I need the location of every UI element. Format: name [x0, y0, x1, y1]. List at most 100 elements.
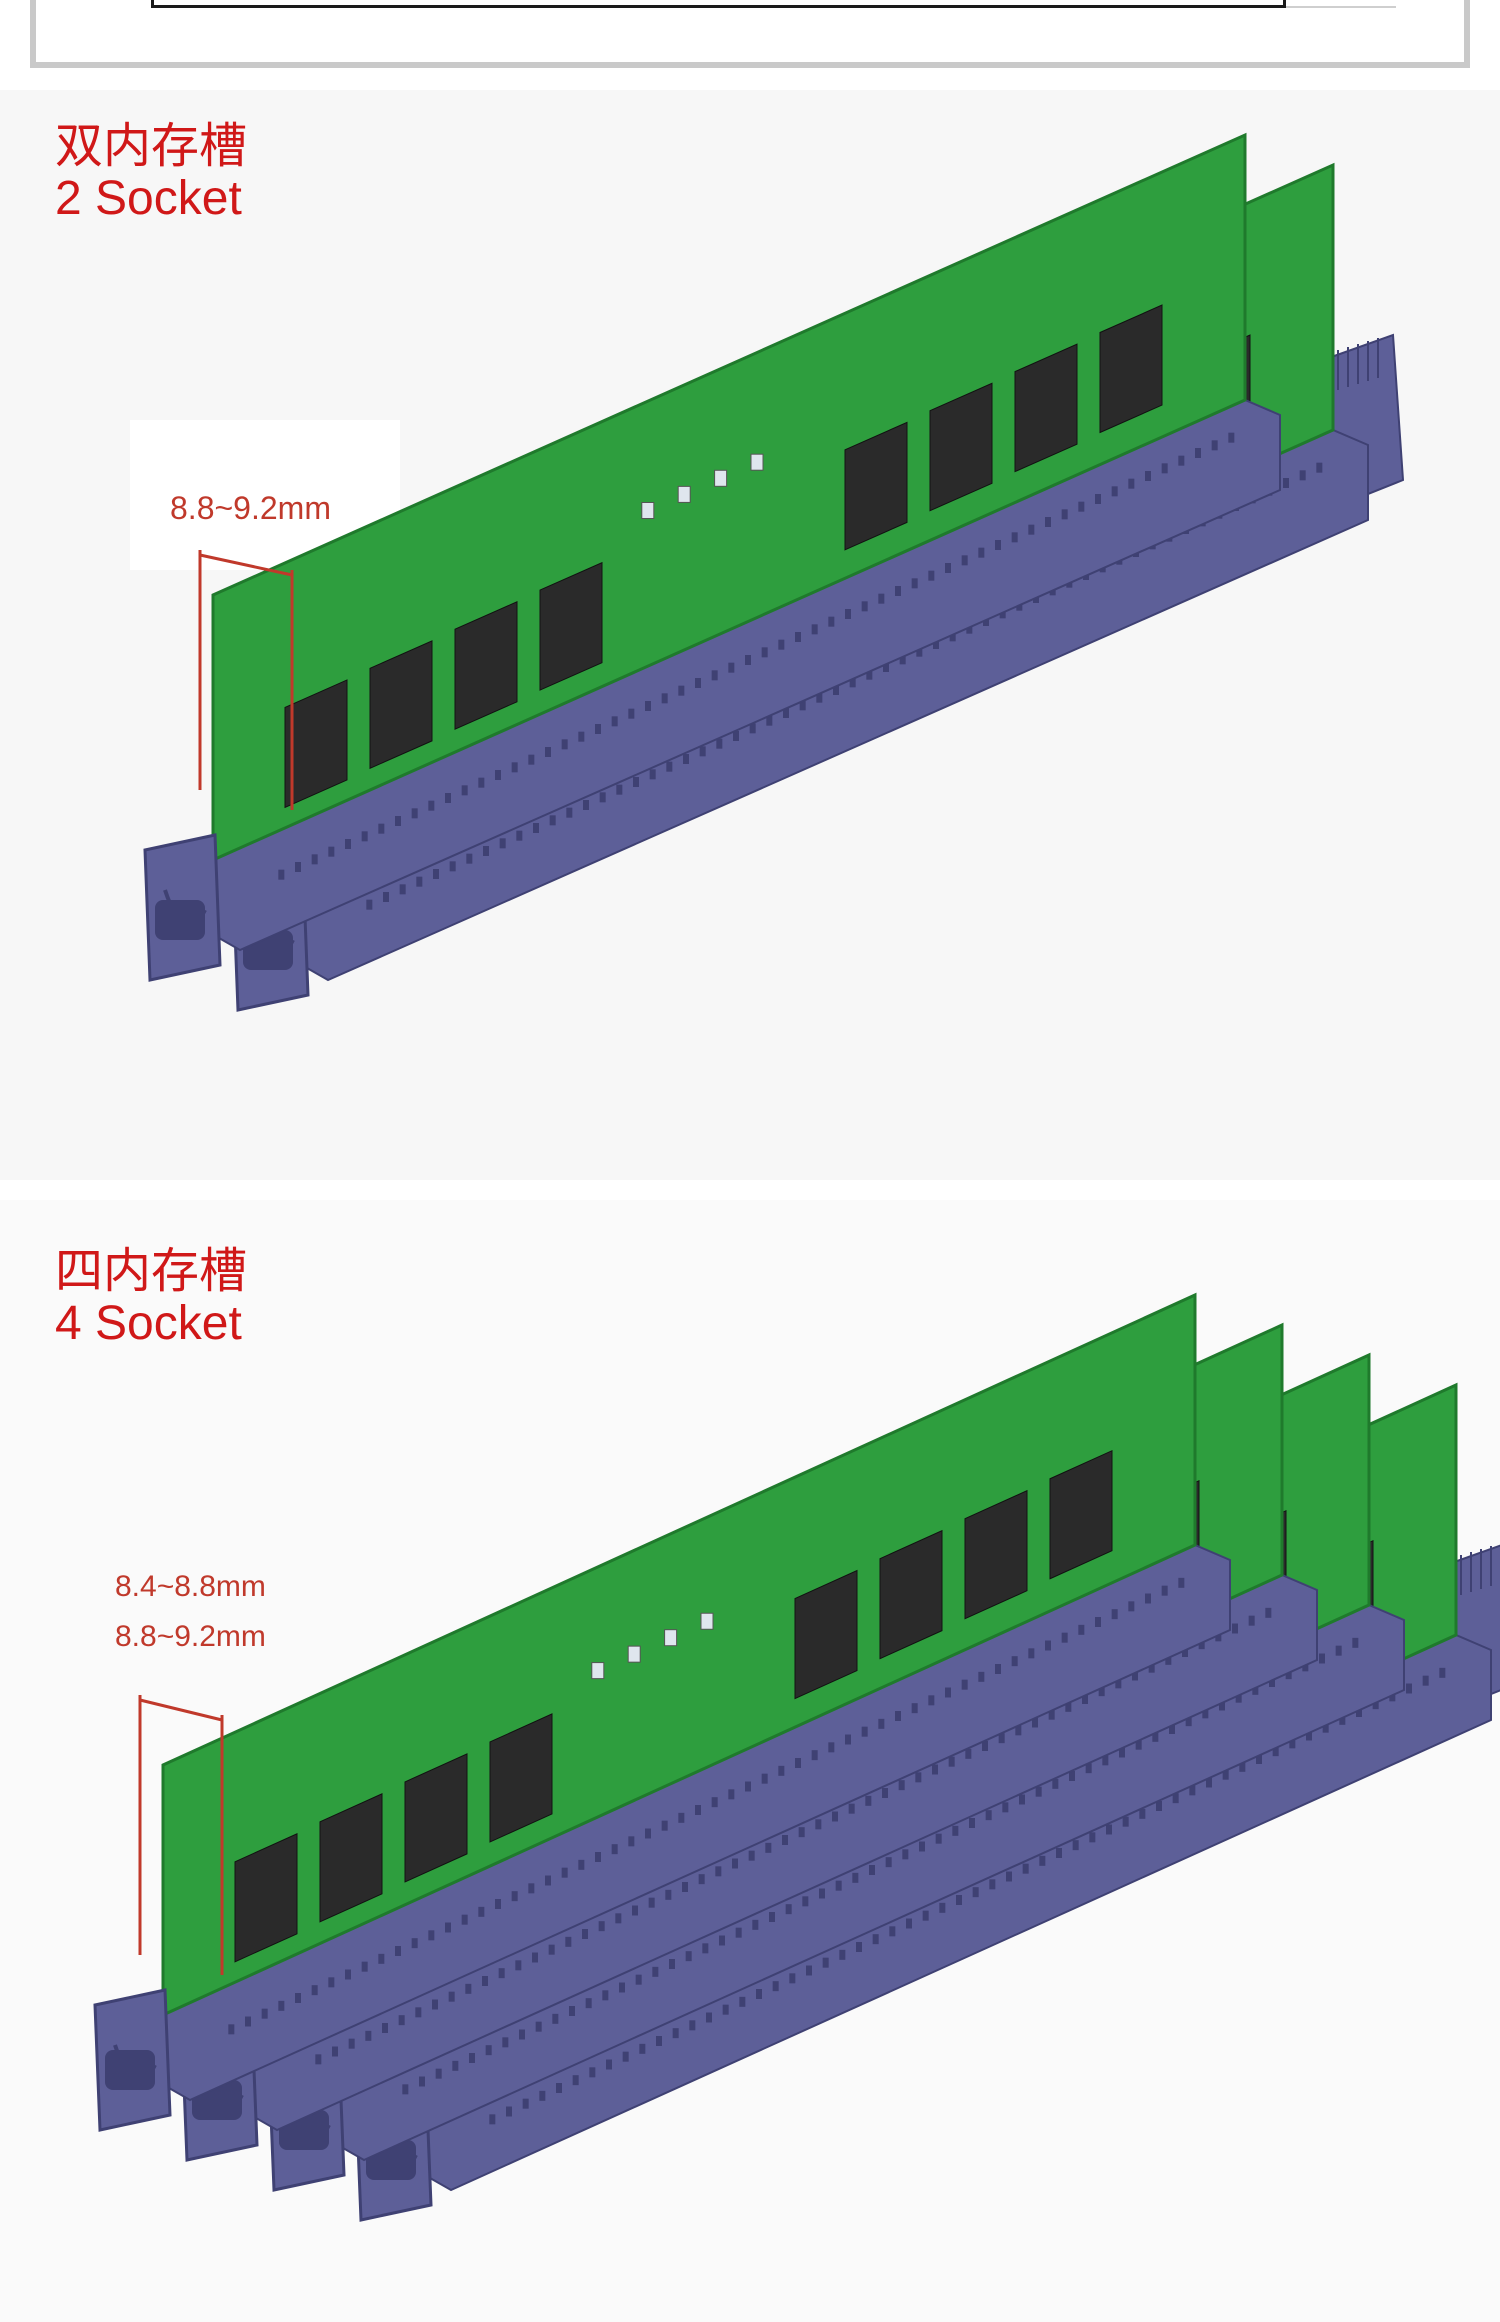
contact-pin	[428, 800, 435, 811]
memory-chip	[404, 1753, 468, 1883]
contact-pin	[728, 1789, 735, 1800]
top-input-box	[151, 0, 1286, 8]
section-title-en: 2 Socket	[55, 172, 242, 225]
smd-component	[641, 502, 655, 519]
contact-pin	[878, 1718, 885, 1729]
contact-pin	[1182, 1647, 1188, 1657]
contact-pin	[1289, 1738, 1296, 1749]
contact-pin	[1139, 1808, 1146, 1819]
contact-pin	[649, 769, 656, 780]
contact-pin	[711, 670, 718, 681]
contact-pin	[411, 808, 418, 819]
contact-pin	[978, 1671, 985, 1682]
memory-chip	[844, 421, 908, 551]
contact-pin	[785, 1904, 792, 1915]
contact-pin	[1085, 1763, 1092, 1774]
contact-pin	[1028, 524, 1035, 535]
contact-pin	[383, 892, 389, 902]
contact-pin	[245, 2016, 251, 2027]
contact-pin	[1048, 1709, 1055, 1720]
contact-pin	[469, 2053, 475, 2063]
contact-pin	[935, 1833, 942, 1844]
contact-pin	[928, 570, 935, 581]
contact-pin	[415, 2007, 422, 2018]
memory-chip	[964, 1489, 1028, 1620]
section-title-cn: 四内存槽	[55, 1245, 248, 1298]
contact-pin	[328, 1977, 335, 1988]
contact-pin	[606, 2059, 612, 2070]
contact-pin	[278, 2000, 285, 2011]
contact-pin	[532, 1952, 538, 1963]
contact-pin	[502, 2037, 509, 2048]
contact-pin	[398, 2015, 405, 2026]
contact-pin	[745, 1781, 751, 1792]
contact-pin	[535, 2021, 542, 2032]
contact-pin	[1248, 1615, 1255, 1626]
contact-pin	[685, 1951, 692, 1962]
contact-pin	[1272, 1746, 1279, 1757]
smd-component	[750, 453, 764, 471]
contact-pin	[1239, 1761, 1246, 1772]
contact-pin	[956, 1895, 962, 1905]
contact-pin	[411, 1938, 418, 1949]
contact-pin	[883, 662, 889, 672]
contact-pin	[665, 1889, 672, 1900]
contact-pin	[1232, 1623, 1238, 1634]
contact-pin	[885, 1857, 892, 1868]
contact-pin	[511, 762, 518, 773]
contact-pin	[485, 2045, 492, 2056]
contact-pin	[1135, 1739, 1142, 1750]
contact-pin	[445, 793, 451, 803]
contact-pin	[882, 1788, 888, 1798]
contact-pin	[628, 1836, 635, 1847]
contact-pin	[928, 1695, 935, 1706]
contact-pin	[395, 1946, 401, 1956]
contact-pin	[533, 823, 539, 833]
contact-pin	[1006, 1871, 1012, 1882]
contact-pin	[595, 724, 601, 734]
contact-pin	[395, 816, 401, 826]
contact-pin	[678, 685, 685, 696]
contact-pin	[949, 631, 956, 642]
contact-pin	[911, 578, 918, 589]
contact-pin	[856, 1942, 862, 1952]
contact-pin	[899, 654, 906, 665]
contact-pin	[652, 1966, 659, 1977]
contact-pin	[552, 2013, 559, 2024]
slot-1	[93, 1292, 1231, 2132]
four-socket-section: 四内存槽 4 Socket 8.4~8.8mm 8.8~9.2mm	[0, 1200, 1500, 2322]
contact-pin	[1195, 448, 1201, 458]
contact-pin	[832, 1811, 838, 1822]
contact-pin	[616, 784, 623, 795]
memory-chip	[369, 640, 433, 770]
contact-pin	[978, 547, 985, 558]
contact-pin	[866, 669, 873, 680]
contact-pin	[519, 2029, 525, 2040]
contact-pin	[545, 1875, 551, 1886]
contact-pin	[1185, 1716, 1192, 1727]
contact-pin	[695, 678, 701, 688]
contact-pin	[1035, 1786, 1042, 1797]
contact-pin	[595, 1852, 601, 1862]
section-title-cn: 双内存槽	[55, 120, 248, 173]
contact-pin	[228, 2024, 235, 2035]
contact-pin	[972, 1887, 979, 1898]
contact-pin	[683, 754, 689, 764]
dimension-line	[199, 553, 293, 577]
contact-pin	[1299, 470, 1306, 481]
contact-pin	[1145, 471, 1151, 481]
contact-pin	[382, 2023, 388, 2033]
contact-pin	[1078, 501, 1085, 512]
contact-pin	[919, 1841, 925, 1852]
contact-pin	[1228, 432, 1235, 443]
contact-pin	[911, 1703, 918, 1714]
contact-pin	[1219, 1700, 1225, 1711]
contact-pin	[1119, 1747, 1125, 1758]
memory-chip	[794, 1569, 858, 1700]
contact-pin	[969, 1818, 975, 1828]
contact-pin	[311, 1985, 318, 1996]
contact-pin	[889, 1926, 896, 1937]
contact-pin	[728, 662, 735, 673]
contact-pin	[669, 1959, 675, 1969]
contact-pin	[1165, 1654, 1172, 1665]
